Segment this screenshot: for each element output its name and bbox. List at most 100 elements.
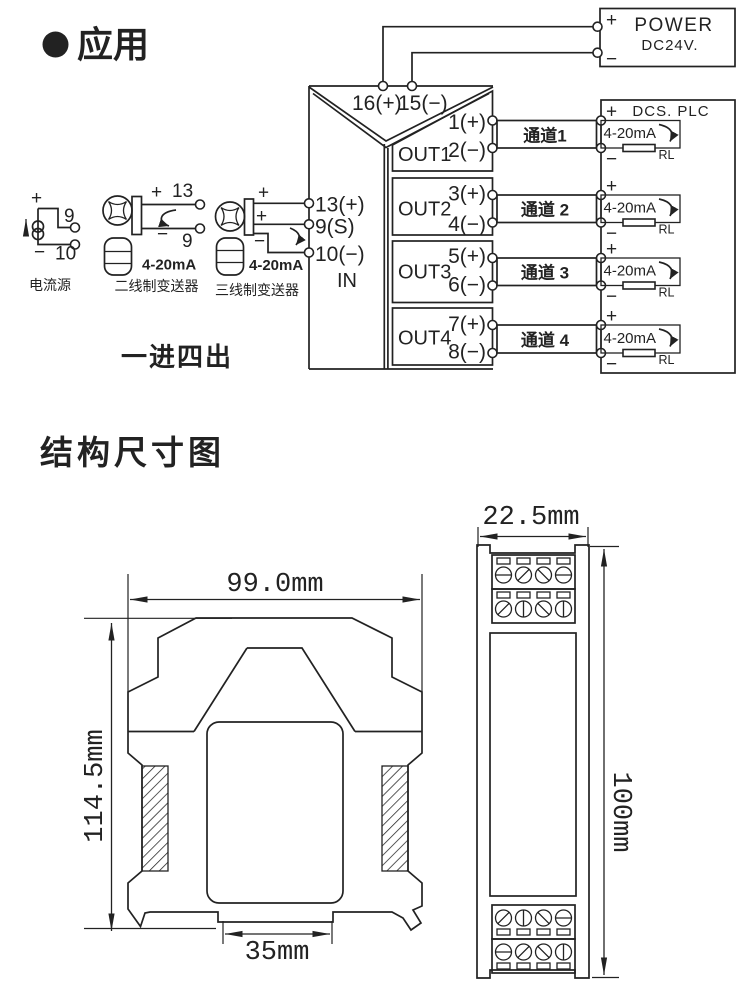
power-plus-label: + [606, 10, 617, 31]
input-10-node [303, 247, 315, 258]
ch4-load-label: RL [659, 353, 675, 367]
clamp-hatch-right [381, 765, 409, 872]
dimension-side-height: 100mm [590, 545, 635, 979]
terminal-10-node [69, 239, 81, 250]
out4-minus-node [487, 347, 498, 359]
transmitter-body [215, 237, 245, 276]
out4-minus-label: 8(−) [448, 341, 486, 364]
ch2-minus-label: − [606, 224, 617, 245]
two-wire-transmitter: + 13 − 9 4-20mA 二线制变送器 [102, 181, 206, 294]
out-block-1: OUT1 1(+) 2(−) [391, 89, 498, 172]
input-13-node [303, 198, 315, 209]
rail-width-value: 35mm [245, 938, 310, 968]
power-minus-label: − [606, 49, 617, 70]
side-height-value: 100mm [605, 771, 635, 852]
application-section: 应用 + 9 − 10 电流源 + 13 [22, 7, 736, 375]
dcs-title: DCS. PLC [632, 103, 709, 120]
three-wire-plus-top-label: + [258, 183, 269, 204]
out4-plus-label: 7(+) [448, 313, 486, 336]
terminal-15-node [406, 80, 418, 92]
mode-caption: 一进四出 [121, 342, 233, 372]
clamp-hatch-left [141, 765, 169, 872]
side-view: 22.5mm 100mm [476, 503, 635, 979]
out2-name: OUT2 [398, 199, 451, 221]
input-10-label: 10(−) [315, 243, 365, 266]
three-wire-plus-mid-label: + [256, 206, 267, 227]
front-width-value: 99.0mm [226, 570, 323, 600]
three-wire-minus-label: − [254, 231, 265, 252]
ch4-current-label: 4-20mA [604, 330, 657, 347]
ch1-current-label: 4-20mA [604, 125, 657, 142]
side-label-panel [489, 632, 577, 897]
out-block-4: OUT4 7(+) 8(−) [391, 307, 498, 366]
out3-plus-node [487, 252, 498, 264]
three-wire-signal-label: 4-20mA [249, 257, 303, 274]
channel-link-3: 通道 3 + − 4-20mA RL [496, 239, 681, 308]
structure-title: 结构尺寸图 [40, 434, 225, 471]
current-source-caption: 电流源 [29, 277, 71, 293]
ch3-load-label: RL [659, 286, 675, 300]
input-section-label: IN [337, 270, 357, 292]
source-symbol-circle [31, 220, 45, 233]
isolator-unit: 16(+) 15(−) 13(+) 9(S) 10(−) IN OUT1 1(+… [303, 80, 498, 370]
out3-name: OUT3 [398, 262, 451, 284]
three-wire-transmitter: + + − 4-20mA 三线制变送器 [214, 183, 306, 298]
front-height-value: 114.5mm [81, 729, 111, 842]
loop-direction-arrow [158, 209, 177, 228]
out3-minus-label: 6(−) [448, 274, 486, 297]
out4-plus-node [487, 319, 498, 331]
power-voltage: DC24V. [641, 37, 698, 54]
ch3-plus-label: + [606, 239, 617, 260]
ch2-load-label: RL [659, 223, 675, 237]
terminal-15-label: 15(−) [398, 92, 448, 115]
ch2-plus-label: + [606, 176, 617, 197]
input-13-label: 13(+) [315, 194, 365, 217]
channel-link-1: 通道1 + − 4-20mA RL [496, 102, 681, 170]
out3-minus-node [487, 280, 498, 291]
dimension-side-width: 22.5mm [477, 503, 589, 547]
load-resistor [622, 143, 656, 153]
two-wire-minus-label: − [157, 224, 168, 245]
channel-3-label: 通道 3 [521, 263, 569, 283]
dimension-rail-width: 35mm [222, 921, 333, 968]
two-wire-terminal-minus: 9 [182, 231, 193, 252]
terminal-9-node [194, 223, 206, 234]
two-wire-terminal-plus: 13 [172, 181, 193, 202]
loop-direction-arrow [658, 261, 679, 280]
out4-name: OUT4 [398, 328, 451, 350]
transmitter-head-icon [214, 201, 246, 232]
three-wire-caption: 三线制变送器 [215, 282, 299, 298]
power-minus-node [592, 47, 603, 59]
terminal-9-label: 9 [64, 206, 75, 227]
power-title: POWER [634, 15, 713, 36]
current-source-plus-label: + [31, 188, 42, 209]
out2-plus-node [487, 189, 498, 201]
out-block-3: OUT3 5(+) 6(−) [391, 240, 498, 304]
terminal-16-label: 16(+) [352, 92, 402, 115]
ch1-plus-label: + [606, 102, 617, 123]
out-block-2: OUT2 3(+) 4(−) [391, 177, 498, 236]
two-wire-signal-label: 4-20mA [142, 257, 196, 274]
ch2-current-label: 4-20mA [604, 200, 657, 217]
ch4-minus-label: − [606, 354, 617, 375]
out1-name: OUT1 [398, 144, 451, 166]
channel-1-label: 通道1 [523, 126, 566, 146]
input-9-node [303, 219, 315, 230]
loop-direction-arrow [658, 328, 679, 347]
out1-minus-node [487, 142, 498, 154]
input-9-label: 9(S) [315, 216, 355, 239]
structure-section: 结构尺寸图 99.0mm 114.5mm [40, 434, 635, 979]
side-width-value: 22.5mm [482, 503, 579, 533]
dimension-front-width: 99.0mm [127, 570, 423, 692]
transmitter-body [103, 237, 133, 276]
current-source: + 9 − 10 电流源 [22, 188, 81, 293]
power-supply-box: + − POWER DC24V. [382, 7, 736, 82]
channel-link-2: 通道 2 + − 4-20mA RL [496, 176, 681, 245]
front-label-area [206, 721, 344, 904]
out1-plus-label: 1(+) [448, 111, 486, 134]
channel-2-label: 通道 2 [521, 200, 569, 220]
dcs-plc-panel: DCS. PLC 通道1 + − 4-20mA RL 通道 2 [496, 99, 736, 375]
ch3-minus-label: − [606, 287, 617, 308]
